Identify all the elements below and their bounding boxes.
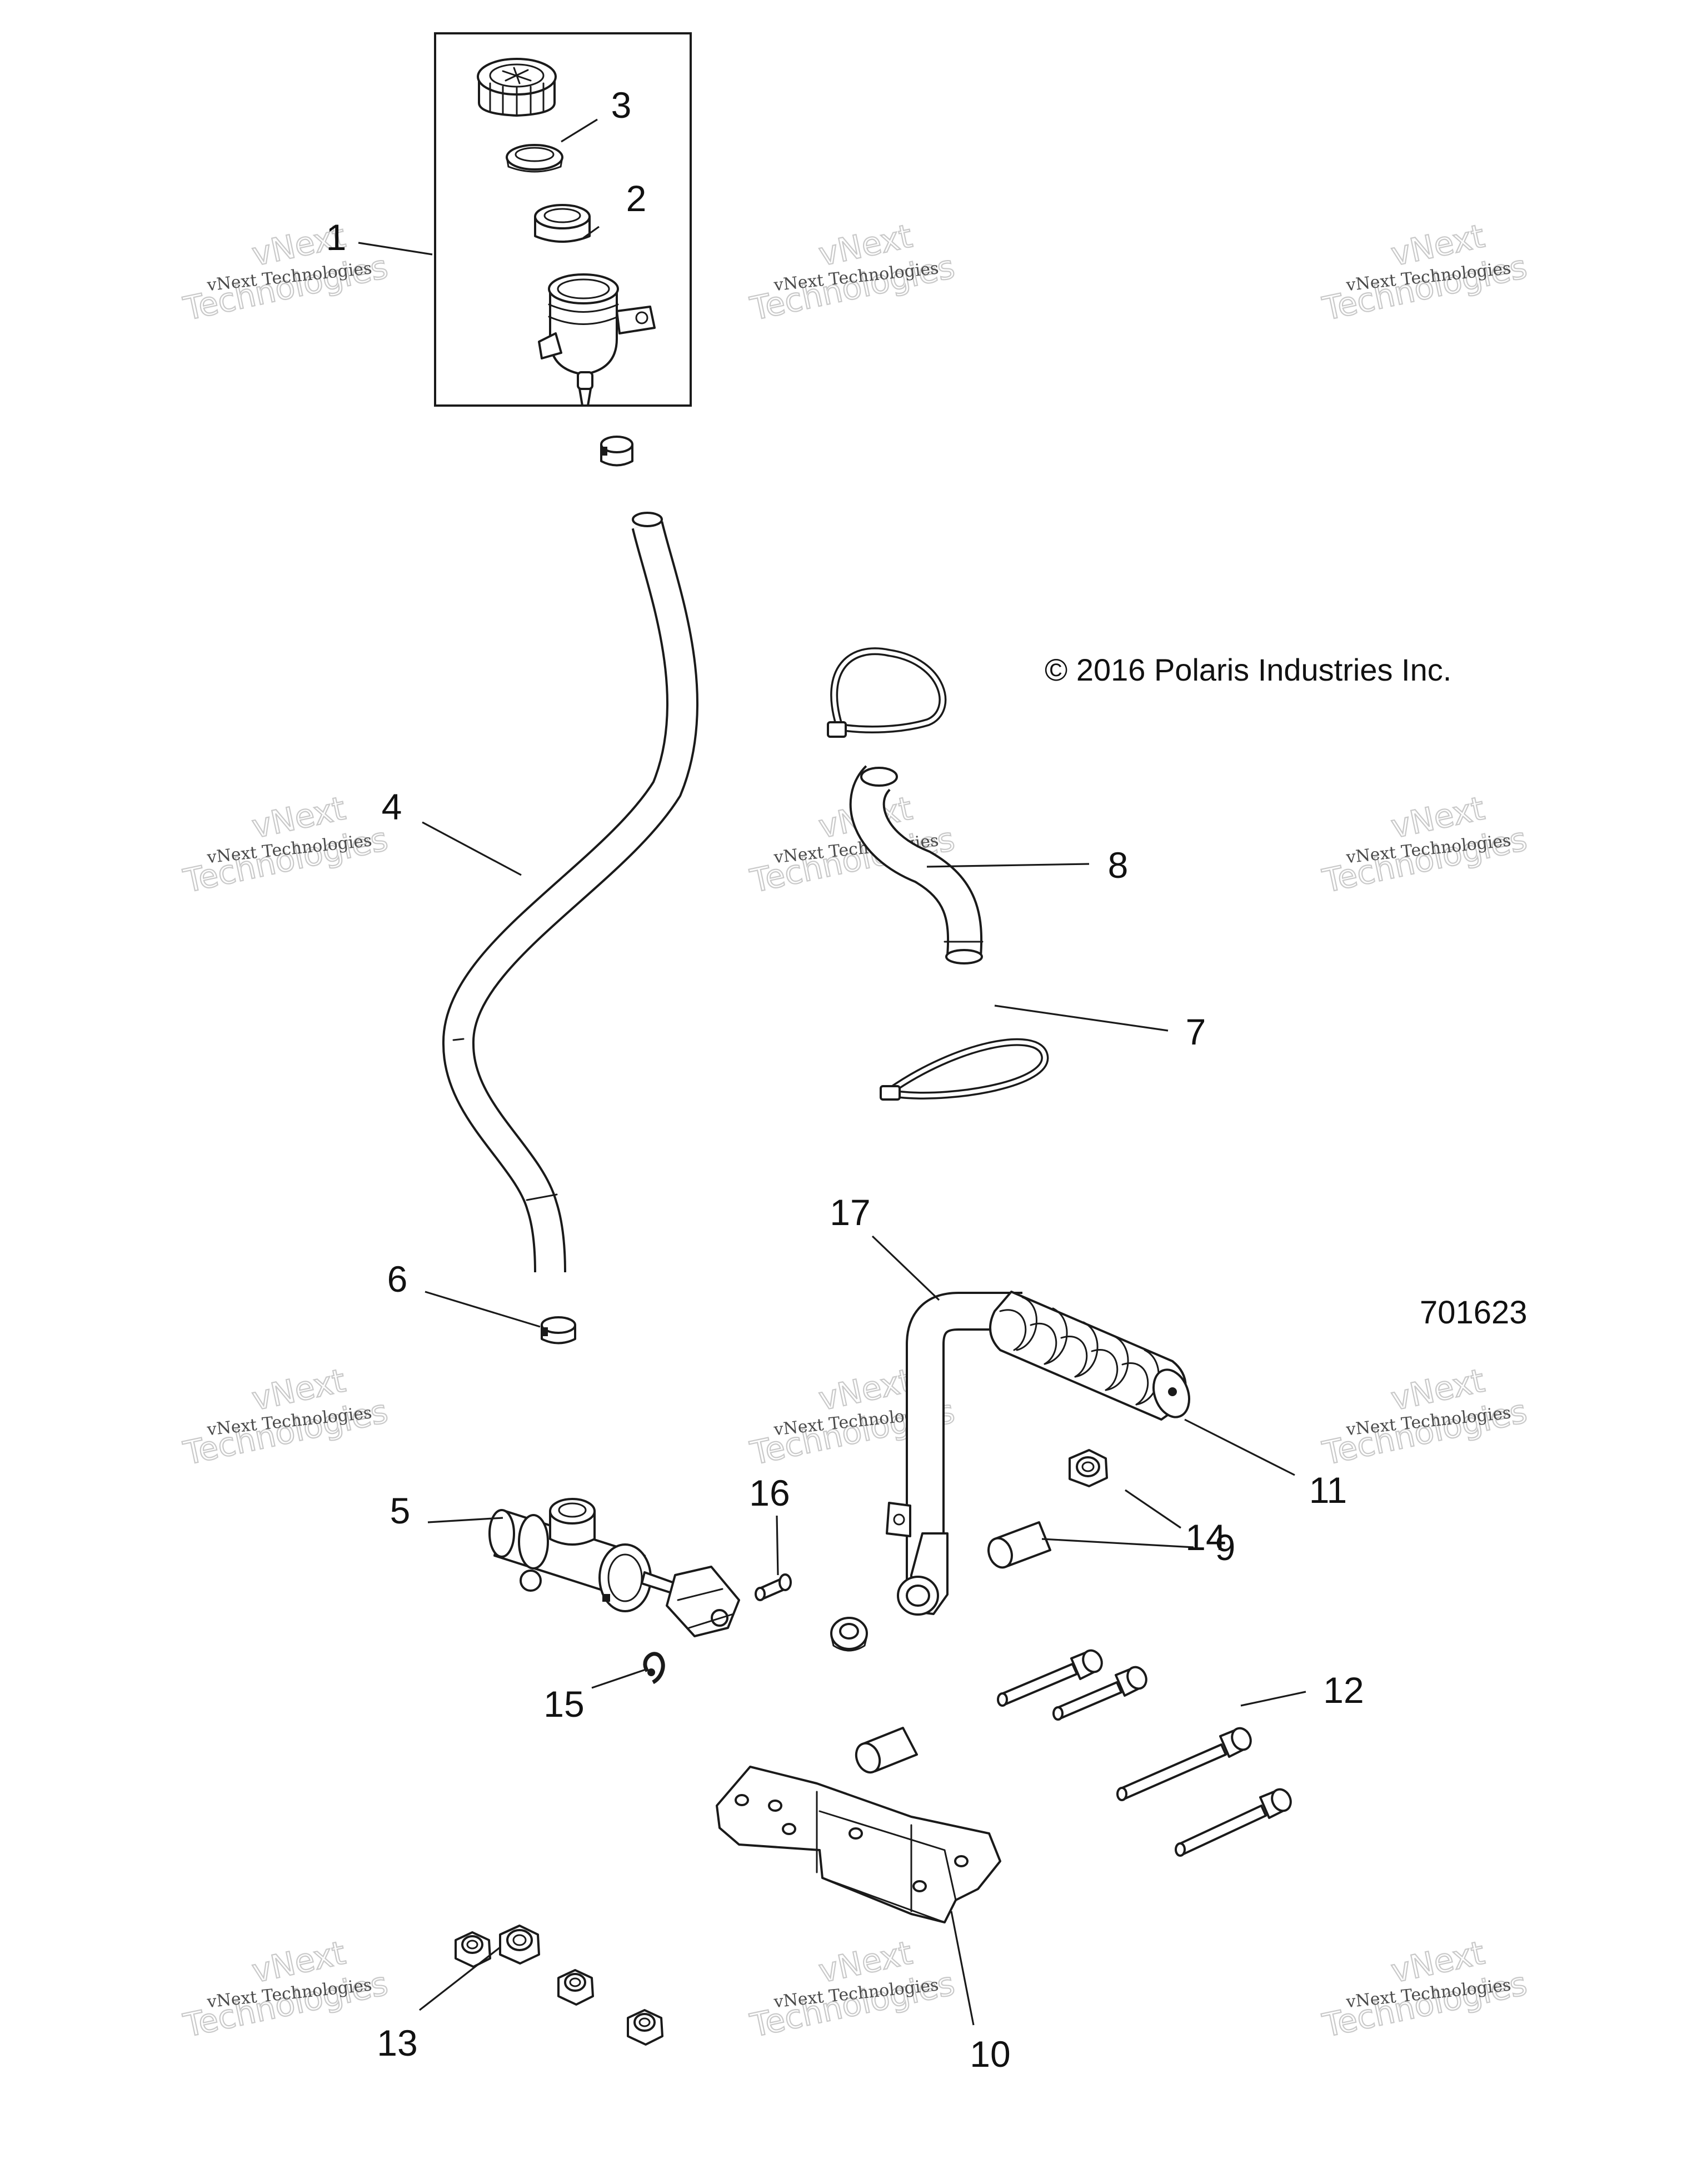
callout-6: 6 (387, 1258, 408, 1300)
callout-1: 1 (326, 217, 347, 258)
watermark: Technologies vNext vNext Technologies (1319, 216, 1531, 328)
pedal-nut[interactable] (1069, 1449, 1108, 1487)
callout-11: 11 (1309, 1470, 1347, 1511)
callout-16: 16 (749, 1472, 790, 1513)
callout-12: 12 (1323, 1670, 1364, 1711)
hose-clamp-upper[interactable] (600, 436, 633, 467)
callout-13: 13 (377, 2022, 417, 2063)
callout-14: 14 (1185, 1517, 1226, 1558)
clevis-pin[interactable] (755, 1573, 792, 1601)
copyright-text: © 2016 Polaris Industries Inc. (1045, 652, 1451, 687)
watermark: Technologies vNext vNext Technologies (1319, 788, 1531, 901)
flange-nut[interactable] (499, 1925, 540, 1965)
diagram-code: 701623 (1420, 1295, 1528, 1331)
watermark: Technologies vNext vNext Technologies (1319, 1361, 1531, 1473)
bracket-spacer[interactable] (852, 1727, 918, 1776)
mounting-bolt[interactable] (1052, 1664, 1150, 1721)
watermark: Technologies vNext vNext Technologies (1319, 1933, 1531, 2045)
callout-7: 7 (1186, 1011, 1206, 1052)
callout-2: 2 (626, 178, 647, 219)
callout-17: 17 (830, 1192, 870, 1233)
hose-clamp-lower[interactable] (541, 1316, 576, 1345)
callout-15: 15 (543, 1683, 584, 1725)
callout-4: 4 (382, 786, 402, 827)
brake-pedal[interactable] (886, 1292, 1022, 1616)
reservoir-plate[interactable] (534, 204, 591, 243)
pedal-pad[interactable] (989, 1291, 1195, 1422)
watermark-grid: Technologies vNext vNext Technologies Te… (179, 216, 1531, 2045)
watermark: Technologies vNext vNext Technologies (179, 216, 392, 328)
callout-8: 8 (1108, 844, 1129, 886)
master-cylinder[interactable] (488, 1498, 740, 1637)
clevis-clip[interactable] (643, 1652, 665, 1685)
vent-hose-clamp-lower[interactable] (880, 1038, 1049, 1101)
watermark: Technologies vNext vNext Technologies (746, 1933, 959, 2045)
watermark: Technologies vNext vNext Technologies (746, 216, 959, 328)
pedal-mounting-bracket[interactable] (716, 1766, 1001, 1923)
callout-3: 3 (611, 84, 632, 126)
pedal-spacer[interactable] (985, 1521, 1051, 1571)
pedal-bushing[interactable] (830, 1617, 868, 1652)
callout-labels: 1 2 3 4 5 6 7 8 9 10 11 12 13 14 15 16 1… (326, 84, 1364, 2075)
vent-hose-clamp-upper[interactable] (827, 647, 947, 738)
callout-10: 10 (970, 2033, 1010, 2075)
watermark: Technologies vNext vNext Technologies (179, 1933, 392, 2045)
reservoir-body[interactable] (538, 273, 656, 407)
callout-5: 5 (390, 1490, 411, 1531)
mounting-bolt[interactable] (997, 1647, 1105, 1707)
vent-hose[interactable] (849, 765, 984, 964)
reservoir-diaphragm[interactable] (506, 144, 563, 173)
flange-nut[interactable] (557, 1969, 594, 2006)
mounting-bolt[interactable] (1175, 1786, 1294, 1857)
flange-nut[interactable] (627, 2009, 663, 2046)
flange-nut[interactable] (455, 1931, 491, 1968)
reservoir-hose[interactable] (442, 512, 699, 1273)
leader-lines (358, 118, 1306, 2026)
reservoir-kit-box (434, 32, 692, 407)
callout-9: 9 (1215, 1527, 1236, 1568)
watermark: Technologies vNext vNext Technologies (179, 788, 392, 901)
reservoir-cap[interactable] (477, 58, 557, 117)
mounting-bolt[interactable] (1116, 1725, 1254, 1801)
watermark: Technologies vNext vNext Technologies (179, 1361, 392, 1473)
